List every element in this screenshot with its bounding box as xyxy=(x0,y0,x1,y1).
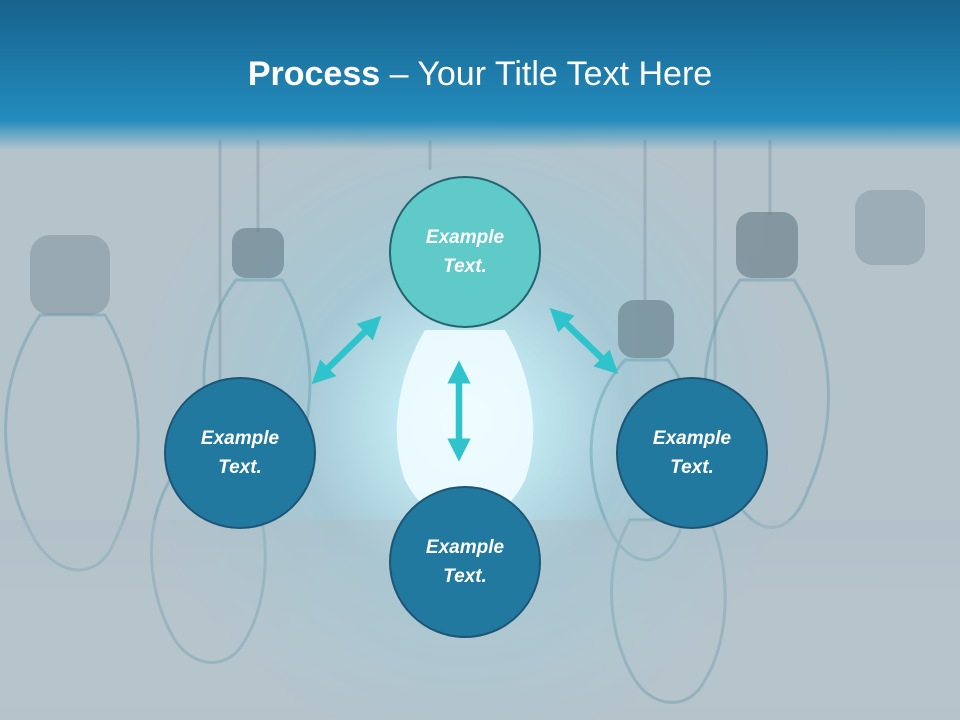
title-rest: – Your Title Text Here xyxy=(380,55,713,93)
node-top-label: Example Text. xyxy=(425,227,505,277)
node-bottom[interactable]: Example Text. xyxy=(389,486,541,638)
title-bar xyxy=(0,0,960,150)
arrow-top-right xyxy=(549,307,619,375)
node-right-label: Example Text. xyxy=(652,428,732,478)
arrow-top-left xyxy=(311,315,382,385)
node-right[interactable]: Example Text. xyxy=(616,377,768,529)
title-bold: Process xyxy=(247,55,381,93)
node-top[interactable]: Example Text. xyxy=(389,176,541,328)
node-left-label: Example Text. xyxy=(200,428,280,478)
page-title: Process – Your Title Text Here xyxy=(0,52,960,96)
node-bottom-label: Example Text. xyxy=(425,537,505,587)
node-left[interactable]: Example Text. xyxy=(164,377,316,529)
